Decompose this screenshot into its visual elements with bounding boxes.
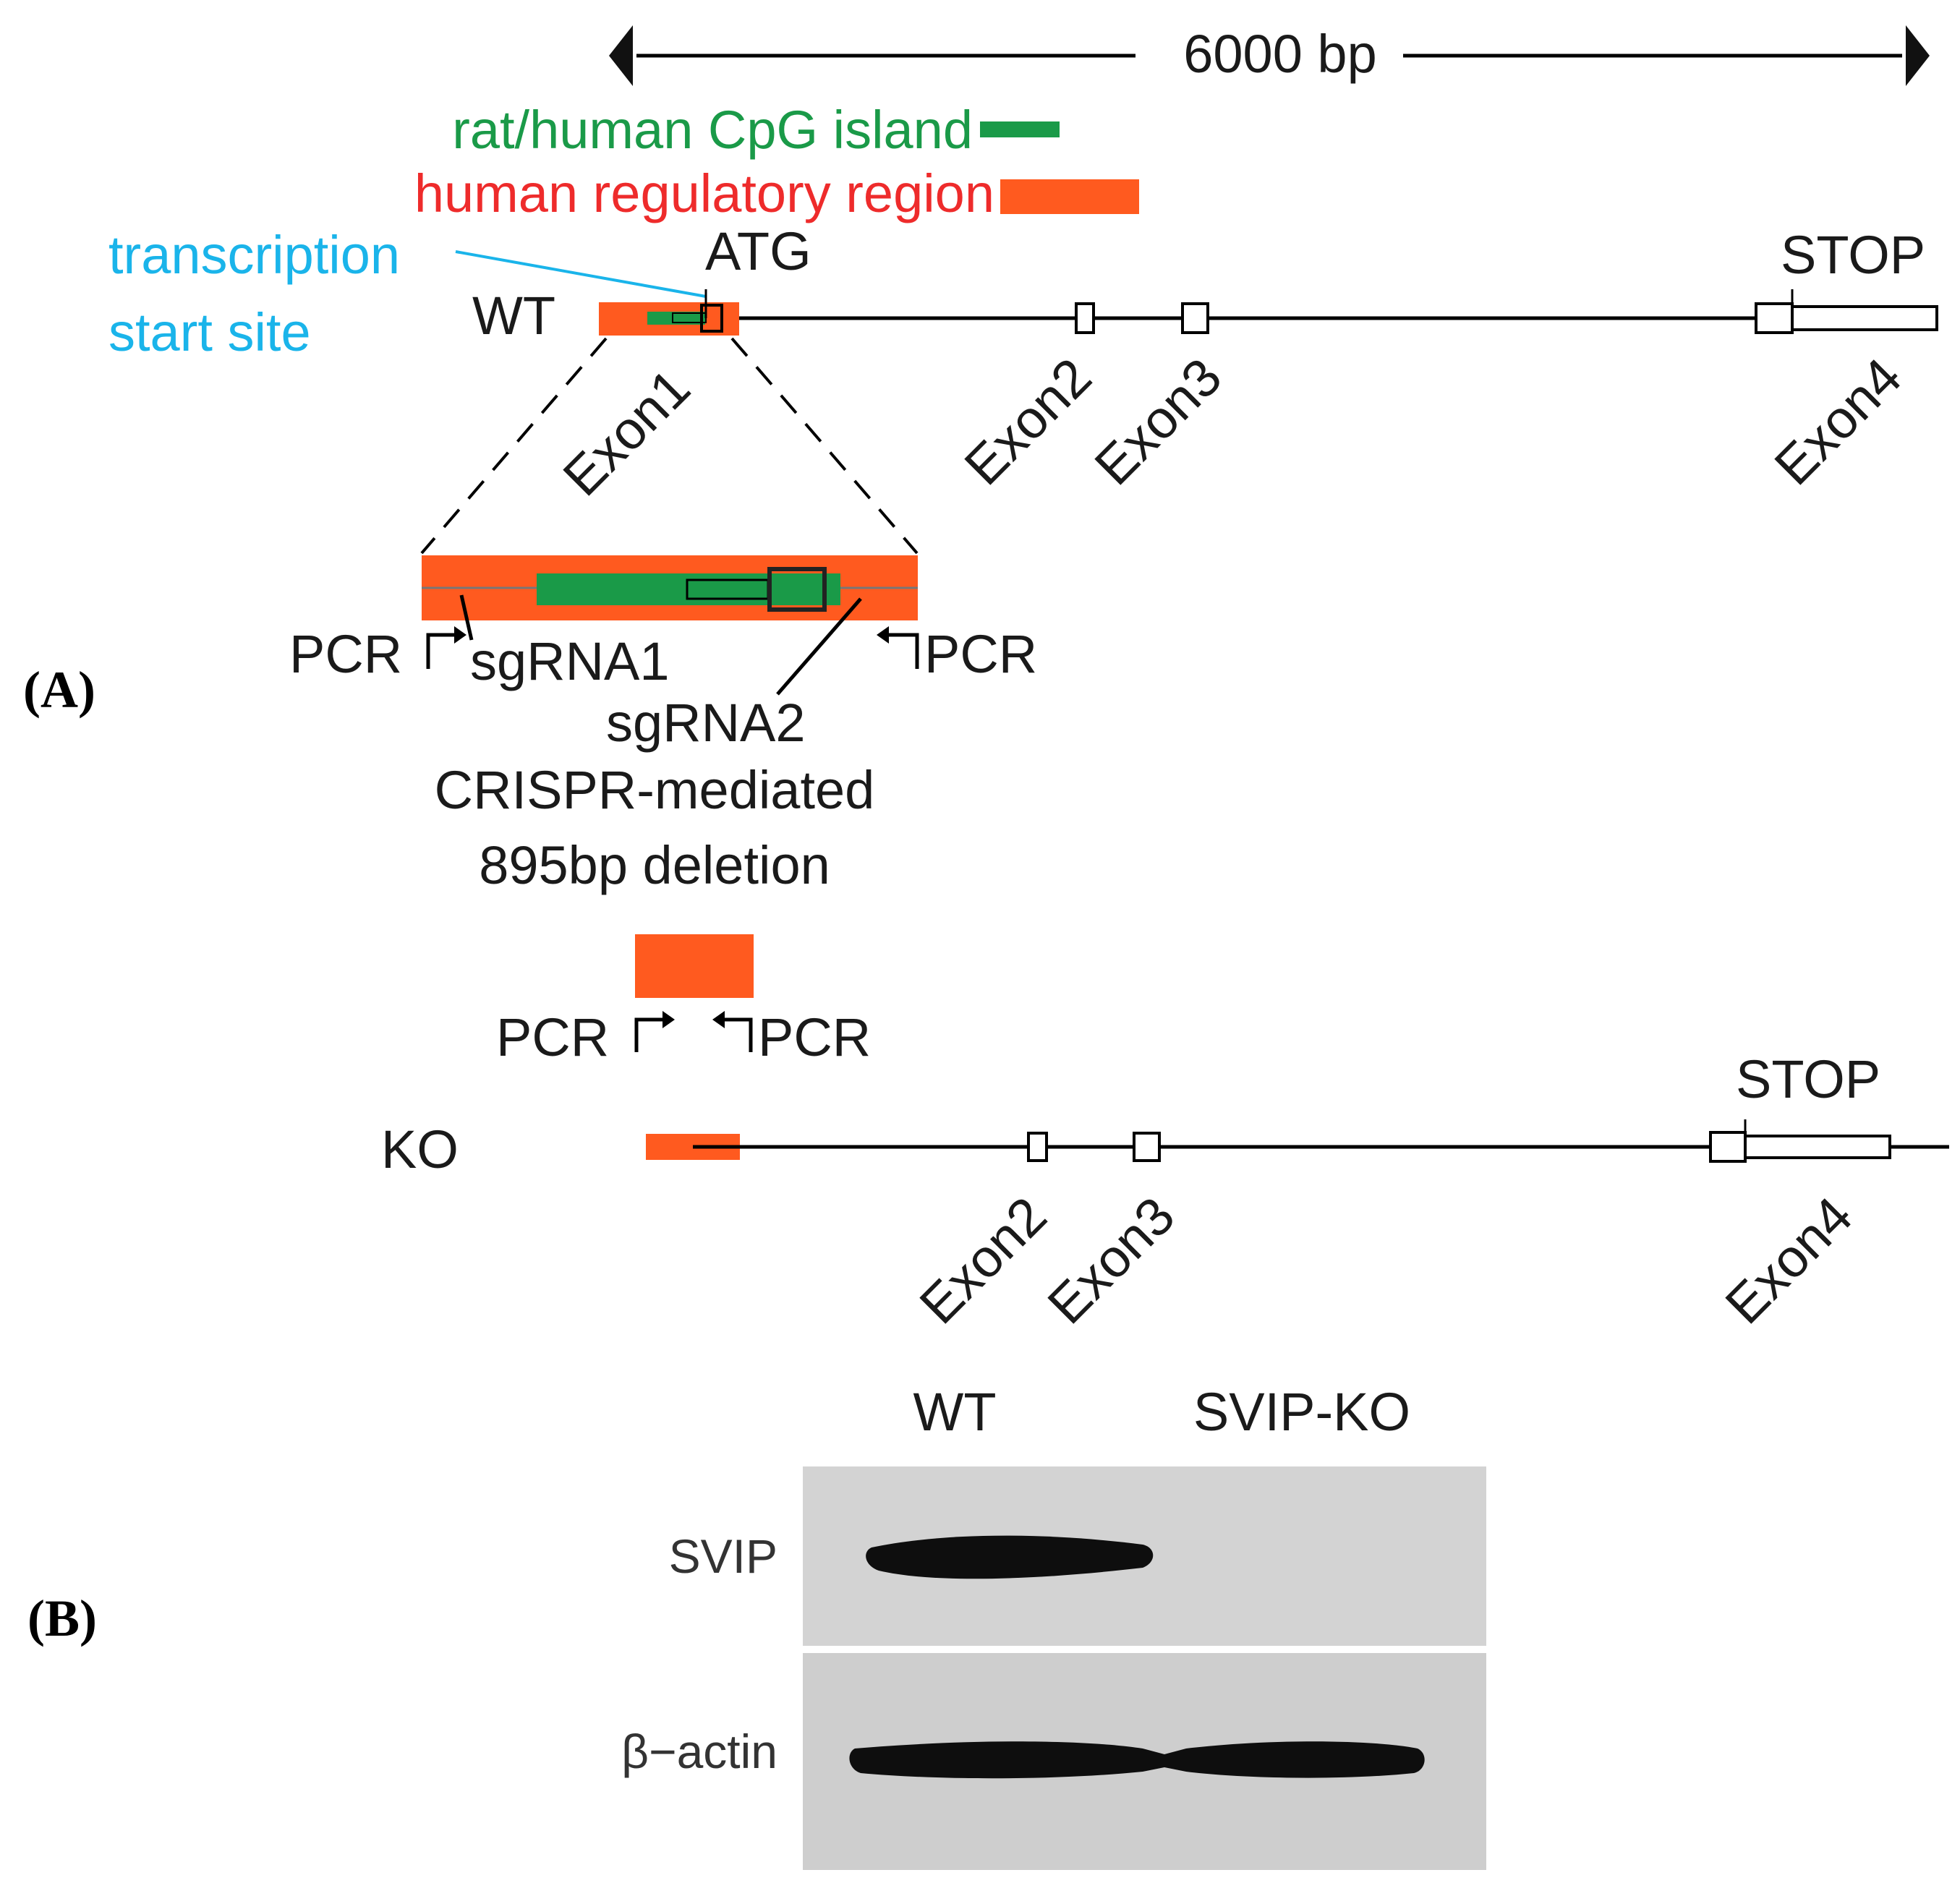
legend-cpg-swatch bbox=[980, 121, 1060, 137]
ko-amplicon: PCR PCR bbox=[496, 934, 871, 1067]
zoom-line-left bbox=[420, 337, 608, 555]
ko-exon2-box bbox=[1027, 1132, 1048, 1162]
ko-exon3-box bbox=[1133, 1132, 1161, 1162]
deletion-label-line1: CRISPR-mediated bbox=[435, 760, 875, 820]
ko-pcr-left-label: PCR bbox=[496, 1007, 609, 1067]
tss-label-line1: transcription bbox=[108, 225, 400, 285]
ko-pcr-left-arrow-head-icon bbox=[662, 1011, 675, 1028]
sgrna2-pointer bbox=[776, 597, 862, 696]
sgrna1-label: sgRNA1 bbox=[470, 631, 670, 691]
wt-exon4-label: Exon4 bbox=[1763, 346, 1913, 496]
scale-arrow-right bbox=[1906, 25, 1930, 86]
svip-band-wt bbox=[866, 1535, 1154, 1579]
pcr-left-arrow-head-icon bbox=[454, 626, 466, 644]
actin-bands bbox=[849, 1741, 1425, 1779]
scale-label: 6000 bp bbox=[1183, 24, 1377, 84]
sgrna2-label: sgRNA2 bbox=[606, 693, 806, 753]
ko-exon2-label: Exon2 bbox=[908, 1185, 1058, 1335]
lane-ko-label: SVIP-KO bbox=[1193, 1382, 1410, 1442]
ko-pcr-right-arrow-icon bbox=[723, 1017, 753, 1052]
pcr-right-arrow-head-icon bbox=[877, 626, 889, 644]
ko-exon4-utr bbox=[1744, 1135, 1891, 1159]
row-actin-label: β−actin bbox=[621, 1725, 777, 1778]
ko-exon4-box bbox=[1709, 1131, 1747, 1163]
scale-arrow-left bbox=[609, 25, 633, 86]
pcr-right-arrow-icon bbox=[887, 633, 919, 669]
pcr-right-label: PCR bbox=[924, 624, 1037, 684]
legend-regulatory-label: human regulatory region bbox=[414, 163, 994, 223]
ko-pcr-left-arrow-icon bbox=[634, 1017, 664, 1052]
panel-b-label: (B) bbox=[27, 1589, 97, 1647]
wt-exon2-label: Exon2 bbox=[953, 346, 1103, 496]
zoom-line-right bbox=[730, 337, 919, 555]
ko-exon4-label: Exon4 bbox=[1714, 1185, 1864, 1335]
ko-gene: STOP KO Exon2 Exon3 Exon4 bbox=[381, 1049, 1949, 1335]
sgrna1-pointer bbox=[459, 594, 474, 641]
ko-exon3-label: Exon3 bbox=[1036, 1185, 1186, 1335]
wt-exon3-box bbox=[1181, 302, 1209, 334]
ko-label: KO bbox=[381, 1119, 459, 1179]
panel-a-label: (A) bbox=[23, 661, 95, 719]
pcr-left-label: PCR bbox=[289, 624, 402, 684]
wt-cpg-island bbox=[647, 312, 705, 325]
pcr-left-arrow-icon bbox=[426, 633, 456, 669]
zoomed-exon1: PCR sgRNA1 sgRNA2 PCR CRISPR-mediated 89… bbox=[289, 555, 1037, 895]
legend-regulatory-swatch bbox=[1000, 179, 1139, 214]
wt-exon4-utr bbox=[1791, 305, 1938, 331]
western-blot: WT SVIP-KO SVIP β−actin bbox=[621, 1382, 1486, 1870]
stop-label-ko: STOP bbox=[1736, 1049, 1880, 1109]
tss-pointer bbox=[455, 250, 707, 298]
wt-exon1-box bbox=[700, 304, 723, 333]
wt-gene: transcription start site ATG STOP WT Exo… bbox=[108, 221, 1938, 507]
tss-label-line2: start site bbox=[108, 302, 311, 362]
legend-cpg-label: rat/human CpG island bbox=[452, 100, 973, 160]
atg-label: ATG bbox=[705, 221, 811, 281]
wt-exon3-label: Exon3 bbox=[1083, 346, 1233, 496]
stop-label-wt: STOP bbox=[1781, 225, 1925, 285]
wt-label: WT bbox=[472, 286, 555, 346]
row-svip-label: SVIP bbox=[669, 1529, 777, 1583]
zoom-exon1-box bbox=[767, 567, 827, 612]
wt-exon4-box bbox=[1755, 302, 1794, 334]
scale-bar: 6000 bp bbox=[609, 24, 1930, 86]
deletion-label-line2: 895bp deletion bbox=[479, 835, 830, 895]
zoom-cpg-island bbox=[537, 573, 840, 605]
ko-pcr-right-arrow-head-icon bbox=[712, 1011, 725, 1028]
ko-pcr-right-label: PCR bbox=[758, 1007, 871, 1067]
wt-exon1-label: Exon1 bbox=[552, 357, 702, 507]
wt-exon2-box bbox=[1075, 302, 1095, 334]
lane-wt-label: WT bbox=[913, 1382, 996, 1442]
legend: rat/human CpG island human regulatory re… bbox=[414, 100, 1139, 223]
ko-amplicon-region bbox=[635, 934, 754, 998]
